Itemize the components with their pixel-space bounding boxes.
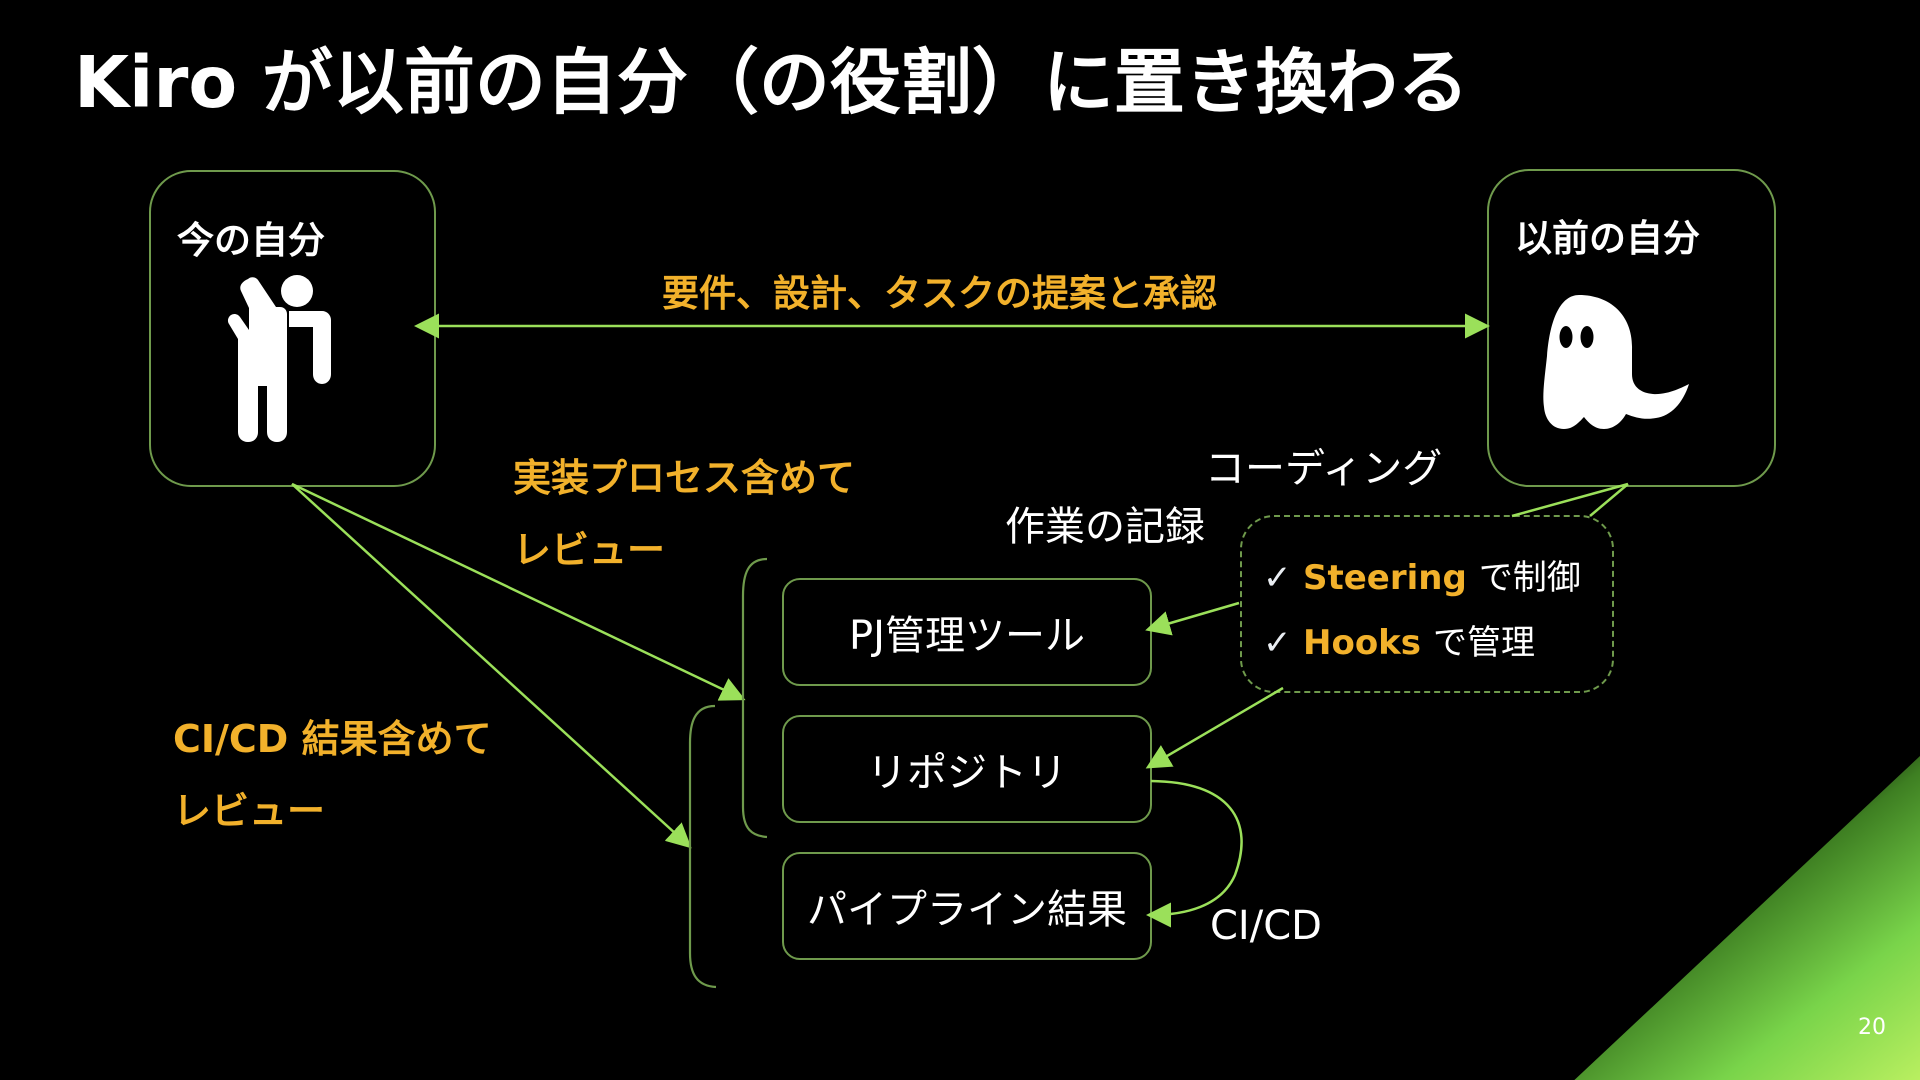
controls-cloud-box (1240, 515, 1614, 693)
current-self-label: 今の自分 (177, 219, 325, 262)
page-number: 20 (1858, 1015, 1886, 1040)
pipeline-result-label: パイプライン結果 (807, 887, 1127, 933)
hooks-text: で管理 (1433, 623, 1536, 663)
ghost-icon (1543, 295, 1689, 429)
cicd-review-arrow (291, 483, 692, 849)
process-review-line-2: レビュー (513, 528, 666, 572)
process-review-label: 実装プロセス含めて レビュー (513, 442, 855, 586)
steering-text: で制御 (1478, 558, 1581, 598)
previous-self-connector-1 (1511, 482, 1629, 518)
steering-control-line: ✓ Steering で制御 (1263, 550, 1581, 599)
process-review-arrow (291, 482, 746, 701)
hooks-label: Hooks (1303, 623, 1422, 663)
cicd-bracket (688, 704, 717, 989)
repository-label: リポジトリ (867, 750, 1067, 796)
cicd-flow-arrow (1146, 779, 1243, 928)
cicd-review-line-2: レビュー (173, 789, 326, 833)
coding-arrow (1145, 686, 1284, 769)
process-bracket (741, 557, 768, 839)
cicd-label: CI/CD (1210, 903, 1322, 949)
pipeline-result-box: パイプライン結果 (782, 852, 1152, 960)
pj-tool-label: PJ管理ツール (849, 613, 1085, 659)
checkmark-icon: ✓ (1263, 623, 1292, 663)
cicd-review-line-1: CI/CD 結果含めて (173, 717, 492, 761)
process-review-line-1: 実装プロセス含めて (513, 456, 856, 500)
previous-self-connector-2 (1589, 483, 1629, 517)
work-record-arrow (1145, 601, 1240, 636)
cicd-review-label: CI/CD 結果含めて レビュー (173, 703, 492, 847)
previous-self-label: 以前の自分 (1515, 217, 1700, 260)
repository-box: リポジトリ (782, 715, 1152, 823)
work-record-label: 作業の記録 (1005, 504, 1205, 550)
coding-label: コーディング (1205, 446, 1443, 492)
steering-label: Steering (1303, 558, 1467, 598)
hooks-control-line: ✓ Hooks で管理 (1263, 615, 1535, 664)
person-waving-icon (227, 275, 331, 442)
approval-flow-label: 要件、設計、タスクの提案と承認 (662, 272, 1217, 315)
slide-title: Kiro が以前の自分（の役割）に置き換わる (74, 41, 1469, 124)
checkmark-icon: ✓ (1263, 558, 1292, 598)
